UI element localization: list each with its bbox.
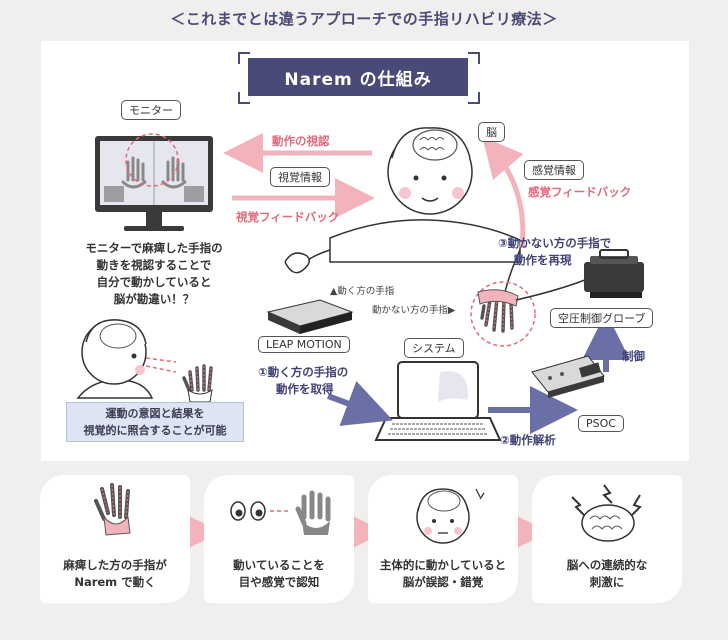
flow-1-line2: Narem で動く [74, 575, 156, 589]
boy-face-icon [416, 488, 485, 544]
flow-2-line2: 目や感覚で認知 [238, 575, 320, 589]
psoc-board [531, 355, 605, 398]
step3-line2: 動作を再現 [514, 253, 572, 267]
flow-text-2: 動いていることを 目や感覚で認知 [204, 557, 354, 591]
monitor-label: モニター [121, 100, 181, 120]
step1-line1: ①動く方の手指の [258, 365, 349, 379]
flow-text-3: 主体的に動かしていると 脳が誤認・錯覚 [368, 557, 518, 591]
diagram-title: Narem の仕組み [248, 58, 468, 96]
monitor-text-line-2: 動きを視認することで [96, 258, 212, 272]
bracket-br [468, 92, 480, 104]
bracket-bl [238, 92, 250, 104]
small-hand-illustration [182, 364, 213, 403]
bracket-tl [238, 52, 250, 64]
intent-result-box: 運動の意図と結果を 視覚的に照合することが可能 [66, 402, 244, 442]
flow-4-line1: 脳への連続的な [566, 558, 648, 572]
flow-2-line1: 動いていることを [233, 558, 325, 572]
laptop-icon [374, 361, 502, 441]
monitor-icon [95, 133, 213, 231]
bad-hand-text: 動かない方の手指▶ [372, 305, 456, 316]
leap-motion-device [266, 299, 354, 334]
system-label: システム [404, 338, 464, 358]
flow-1-line1: 麻痺した方の手指が [63, 558, 167, 572]
monitor-text-line-1: モニターで麻痺した手指の [85, 241, 223, 255]
boy-illustration [284, 127, 521, 293]
monitor-text-line-4: 脳が勘違い！？ [113, 292, 195, 306]
glove-label: 空圧制御グローブ [550, 308, 654, 328]
pressure-control-device [584, 249, 644, 298]
blue-box-line-2: 視覚的に照合することが可能 [83, 424, 227, 437]
good-hand-text: ▲動く方の手指 [330, 286, 395, 297]
glove-hand-illustration [470, 281, 536, 347]
flow-card-1: 麻痺した方の手指が Narem で動く [40, 475, 190, 603]
flow-card-2: 動いていることを 目や感覚で認知 [204, 475, 354, 603]
flow-text-4: 脳への連続的な 刺激に [532, 557, 682, 591]
flow-card-4: 脳への連続的な 刺激に [532, 475, 682, 603]
sensory-info-label: 感覚情報 [524, 160, 584, 180]
glove-hand-icon [94, 483, 131, 536]
flow-3-line1: 主体的に動かしていると [379, 558, 507, 572]
monitor-text-line-3: 自分で動かしていると [96, 275, 212, 289]
blue-box-line-1: 運動の意図と結果を [105, 407, 205, 420]
visual-feedback-text: 視覚フィードバック [236, 210, 340, 224]
flow-text-1: 麻痺した方の手指が Narem で動く [40, 557, 190, 591]
eyes-and-hand-icon [230, 490, 331, 535]
brain-label: 脳 [478, 122, 505, 142]
monitor-description: モニターで麻痺した手指の 動きを視認することで 自分で動かしていると 脳が勘違い… [64, 240, 244, 308]
flow-4-line2: 刺激に [589, 575, 625, 589]
bracket-tr [468, 52, 480, 64]
motion-recognition-text: 動作の視認 [272, 134, 330, 148]
step1-line2: 動作を取得 [276, 382, 334, 396]
step3-line1: ③動かない方の手指で [498, 236, 612, 250]
visual-info-label: 視覚情報 [270, 167, 330, 187]
leap-motion-label: LEAP MOTION [258, 336, 350, 353]
flow-card-3: 主体的に動かしていると 脳が誤認・錯覚 [368, 475, 518, 603]
psoc-label: PSOC [578, 415, 624, 432]
sensory-feedback-text: 感覚フィードバック [528, 185, 632, 199]
small-boy-illustration [76, 319, 177, 399]
arrow-sensory-feedback [482, 136, 526, 249]
flow-3-line2: 脳が誤認・錯覚 [402, 575, 484, 589]
arrow-to-system [326, 380, 393, 426]
control-text: 制御 [622, 349, 645, 363]
page-header: ＜これまでとは違うアプローチでの手指リハビリ療法＞ [170, 10, 558, 28]
step2-text: ②動作解析 [500, 433, 556, 447]
brain-stimulus-icon [571, 484, 642, 542]
